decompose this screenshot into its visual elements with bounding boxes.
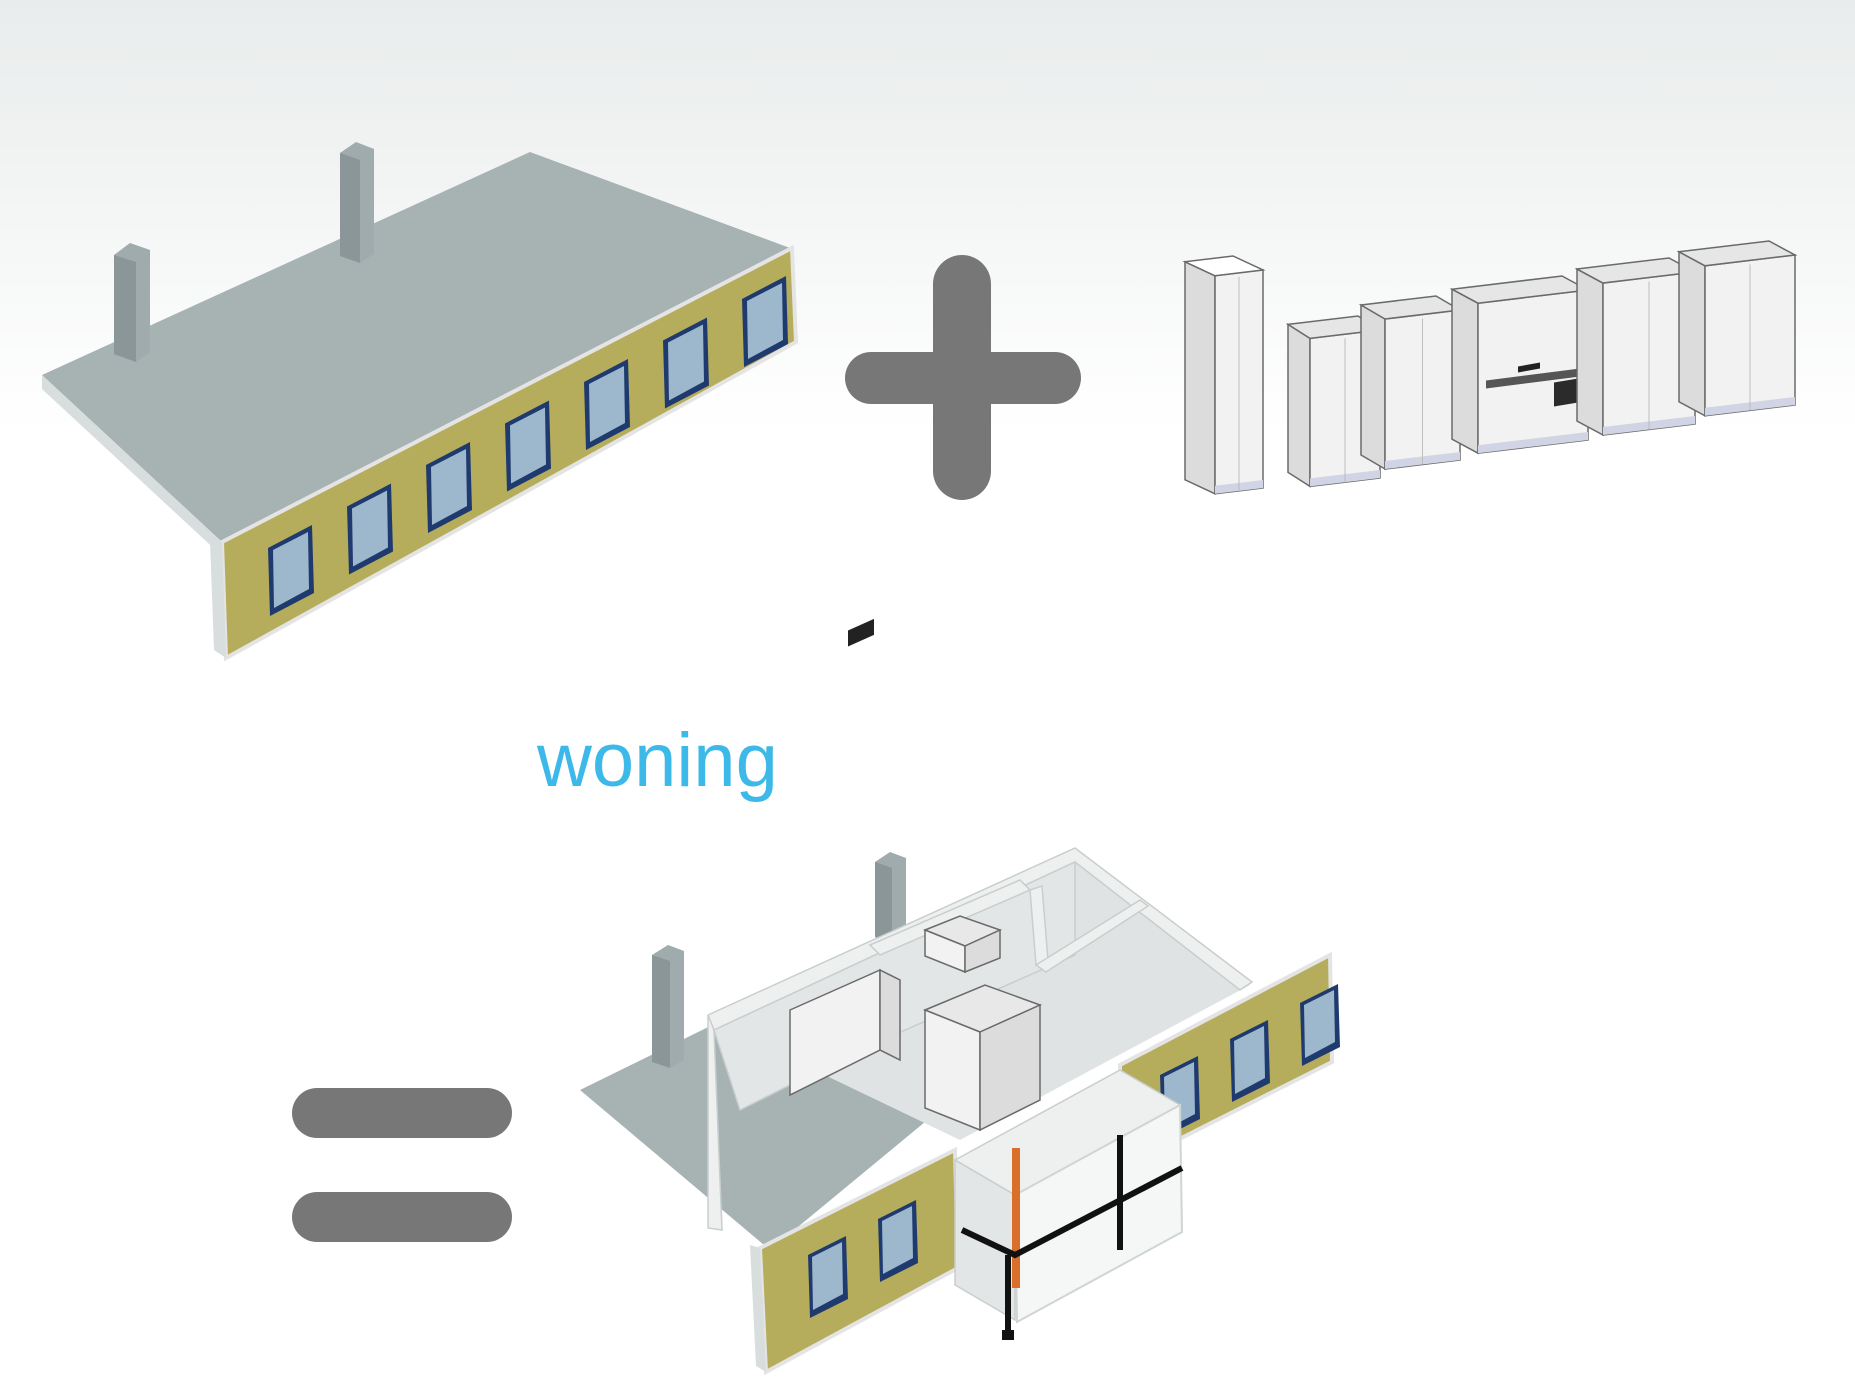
left-wall <box>707 1014 723 1231</box>
window <box>742 276 788 367</box>
storage-box <box>922 915 1003 974</box>
floor-slab <box>42 152 790 542</box>
kitchen-unit <box>789 618 901 1097</box>
oven <box>848 618 874 647</box>
plus-sign <box>845 255 1081 500</box>
dwelling-facade-edge <box>750 1245 766 1372</box>
window-glass <box>668 324 704 401</box>
window <box>347 483 393 575</box>
cabinet-elements <box>1182 240 1798 495</box>
window <box>268 525 314 616</box>
floor-slab-edge <box>42 375 222 556</box>
window-glass <box>1234 1026 1265 1094</box>
cabinet-side <box>1451 287 1479 455</box>
kitchen-cabinet <box>1449 275 1591 455</box>
kitchen-countertop <box>1486 368 1580 389</box>
equals-sign <box>292 1088 512 1242</box>
storage-box <box>923 984 1042 1132</box>
balcony <box>953 1069 1184 1340</box>
plus-vertical-bar <box>933 255 991 500</box>
window-glass <box>352 490 388 567</box>
window <box>878 1200 918 1282</box>
cabinet <box>1574 257 1698 437</box>
window-glass <box>510 407 546 484</box>
window <box>584 359 630 450</box>
kitchen-hob <box>1518 362 1540 373</box>
column <box>875 852 906 943</box>
facade-wall-side <box>210 540 226 658</box>
window-glass <box>747 283 783 359</box>
window-glass <box>812 1242 843 1310</box>
equals-top-bar <box>292 1088 512 1138</box>
facade-windows <box>268 276 788 616</box>
window-glass <box>589 366 625 442</box>
building-structure-model <box>42 142 799 662</box>
dwelling-label: woning <box>537 718 778 803</box>
balcony-railing <box>960 1165 1184 1259</box>
cabinet-side <box>1184 260 1216 495</box>
window-glass <box>431 449 467 525</box>
dwelling-model <box>580 618 1340 1376</box>
window-glass <box>273 532 309 608</box>
kitchen-oven <box>1554 378 1578 407</box>
partition-wall <box>1034 899 1150 973</box>
column <box>652 945 684 1068</box>
window <box>426 442 472 533</box>
cabinet <box>1676 240 1798 418</box>
cabinet-side <box>1576 267 1604 437</box>
window-glass <box>1304 990 1335 1058</box>
cabinet-side <box>1360 303 1386 471</box>
column <box>340 142 374 263</box>
window <box>663 317 709 409</box>
cabinet-side <box>1678 250 1706 418</box>
window <box>1300 984 1340 1066</box>
window <box>505 400 551 492</box>
column <box>114 243 150 362</box>
balcony-door <box>1012 1148 1020 1288</box>
cabinet <box>1182 255 1266 495</box>
cabinet-top <box>1182 255 1266 277</box>
equals-bottom-bar <box>292 1192 512 1242</box>
cabinet-plinth <box>1478 432 1588 454</box>
window <box>808 1236 848 1318</box>
balcony-foot <box>1002 1330 1014 1340</box>
window-glass <box>882 1206 913 1274</box>
window <box>1230 1020 1270 1102</box>
cabinet-top <box>1676 240 1798 267</box>
cabinet-side <box>1287 323 1311 488</box>
cabinet <box>1358 295 1463 471</box>
